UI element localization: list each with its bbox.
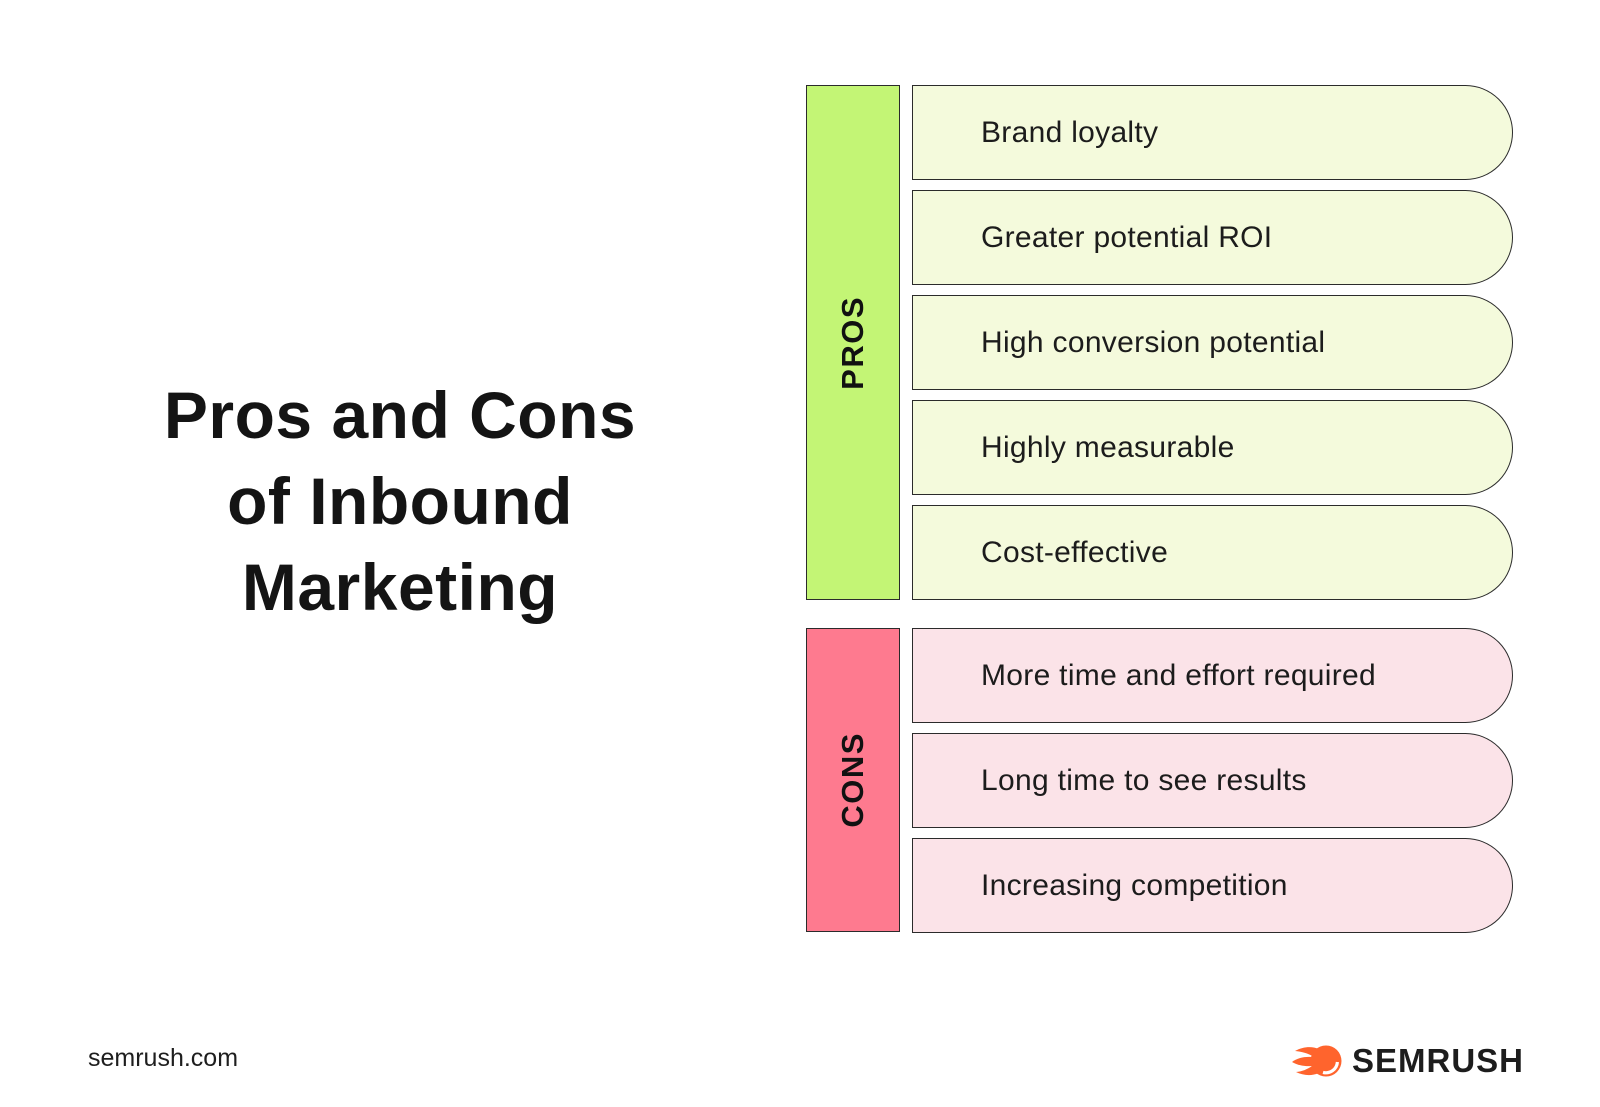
list-item: Long time to see results — [912, 733, 1513, 828]
pros-section-bar: PROS — [806, 85, 900, 600]
page-title: Pros and Cons of Inbound Marketing — [80, 372, 720, 630]
list-item: Increasing competition — [912, 838, 1513, 933]
card-label: Long time to see results — [981, 763, 1307, 797]
title-line-2: of Inbound — [227, 464, 573, 538]
title-line-1: Pros and Cons — [163, 378, 637, 452]
site-url: semrush.com — [88, 1044, 239, 1072]
list-item: Highly measurable — [912, 400, 1513, 495]
card-label: Greater potential ROI — [981, 220, 1273, 254]
card-label: Increasing competition — [981, 868, 1288, 902]
cons-label: CONS — [835, 732, 870, 828]
list-item: Greater potential ROI — [912, 190, 1513, 285]
list-item: More time and effort required — [912, 628, 1513, 723]
list-item: Brand loyalty — [912, 85, 1513, 180]
card-label: Cost-effective — [981, 535, 1169, 569]
title-line-3: Marketing — [241, 550, 559, 624]
brand-logo: SEMRUSH — [1292, 1042, 1524, 1080]
card-label: More time and effort required — [981, 658, 1377, 692]
list-item: High conversion potential — [912, 295, 1513, 390]
cons-section-bar: CONS — [806, 628, 900, 932]
pros-label: PROS — [835, 295, 870, 390]
semrush-flame-icon — [1292, 1045, 1342, 1077]
brand-name: SEMRUSH — [1352, 1042, 1525, 1079]
card-label: High conversion potential — [981, 325, 1326, 359]
list-item: Cost-effective — [912, 505, 1513, 600]
card-label: Brand loyalty — [981, 115, 1159, 149]
card-label: Highly measurable — [981, 430, 1235, 464]
